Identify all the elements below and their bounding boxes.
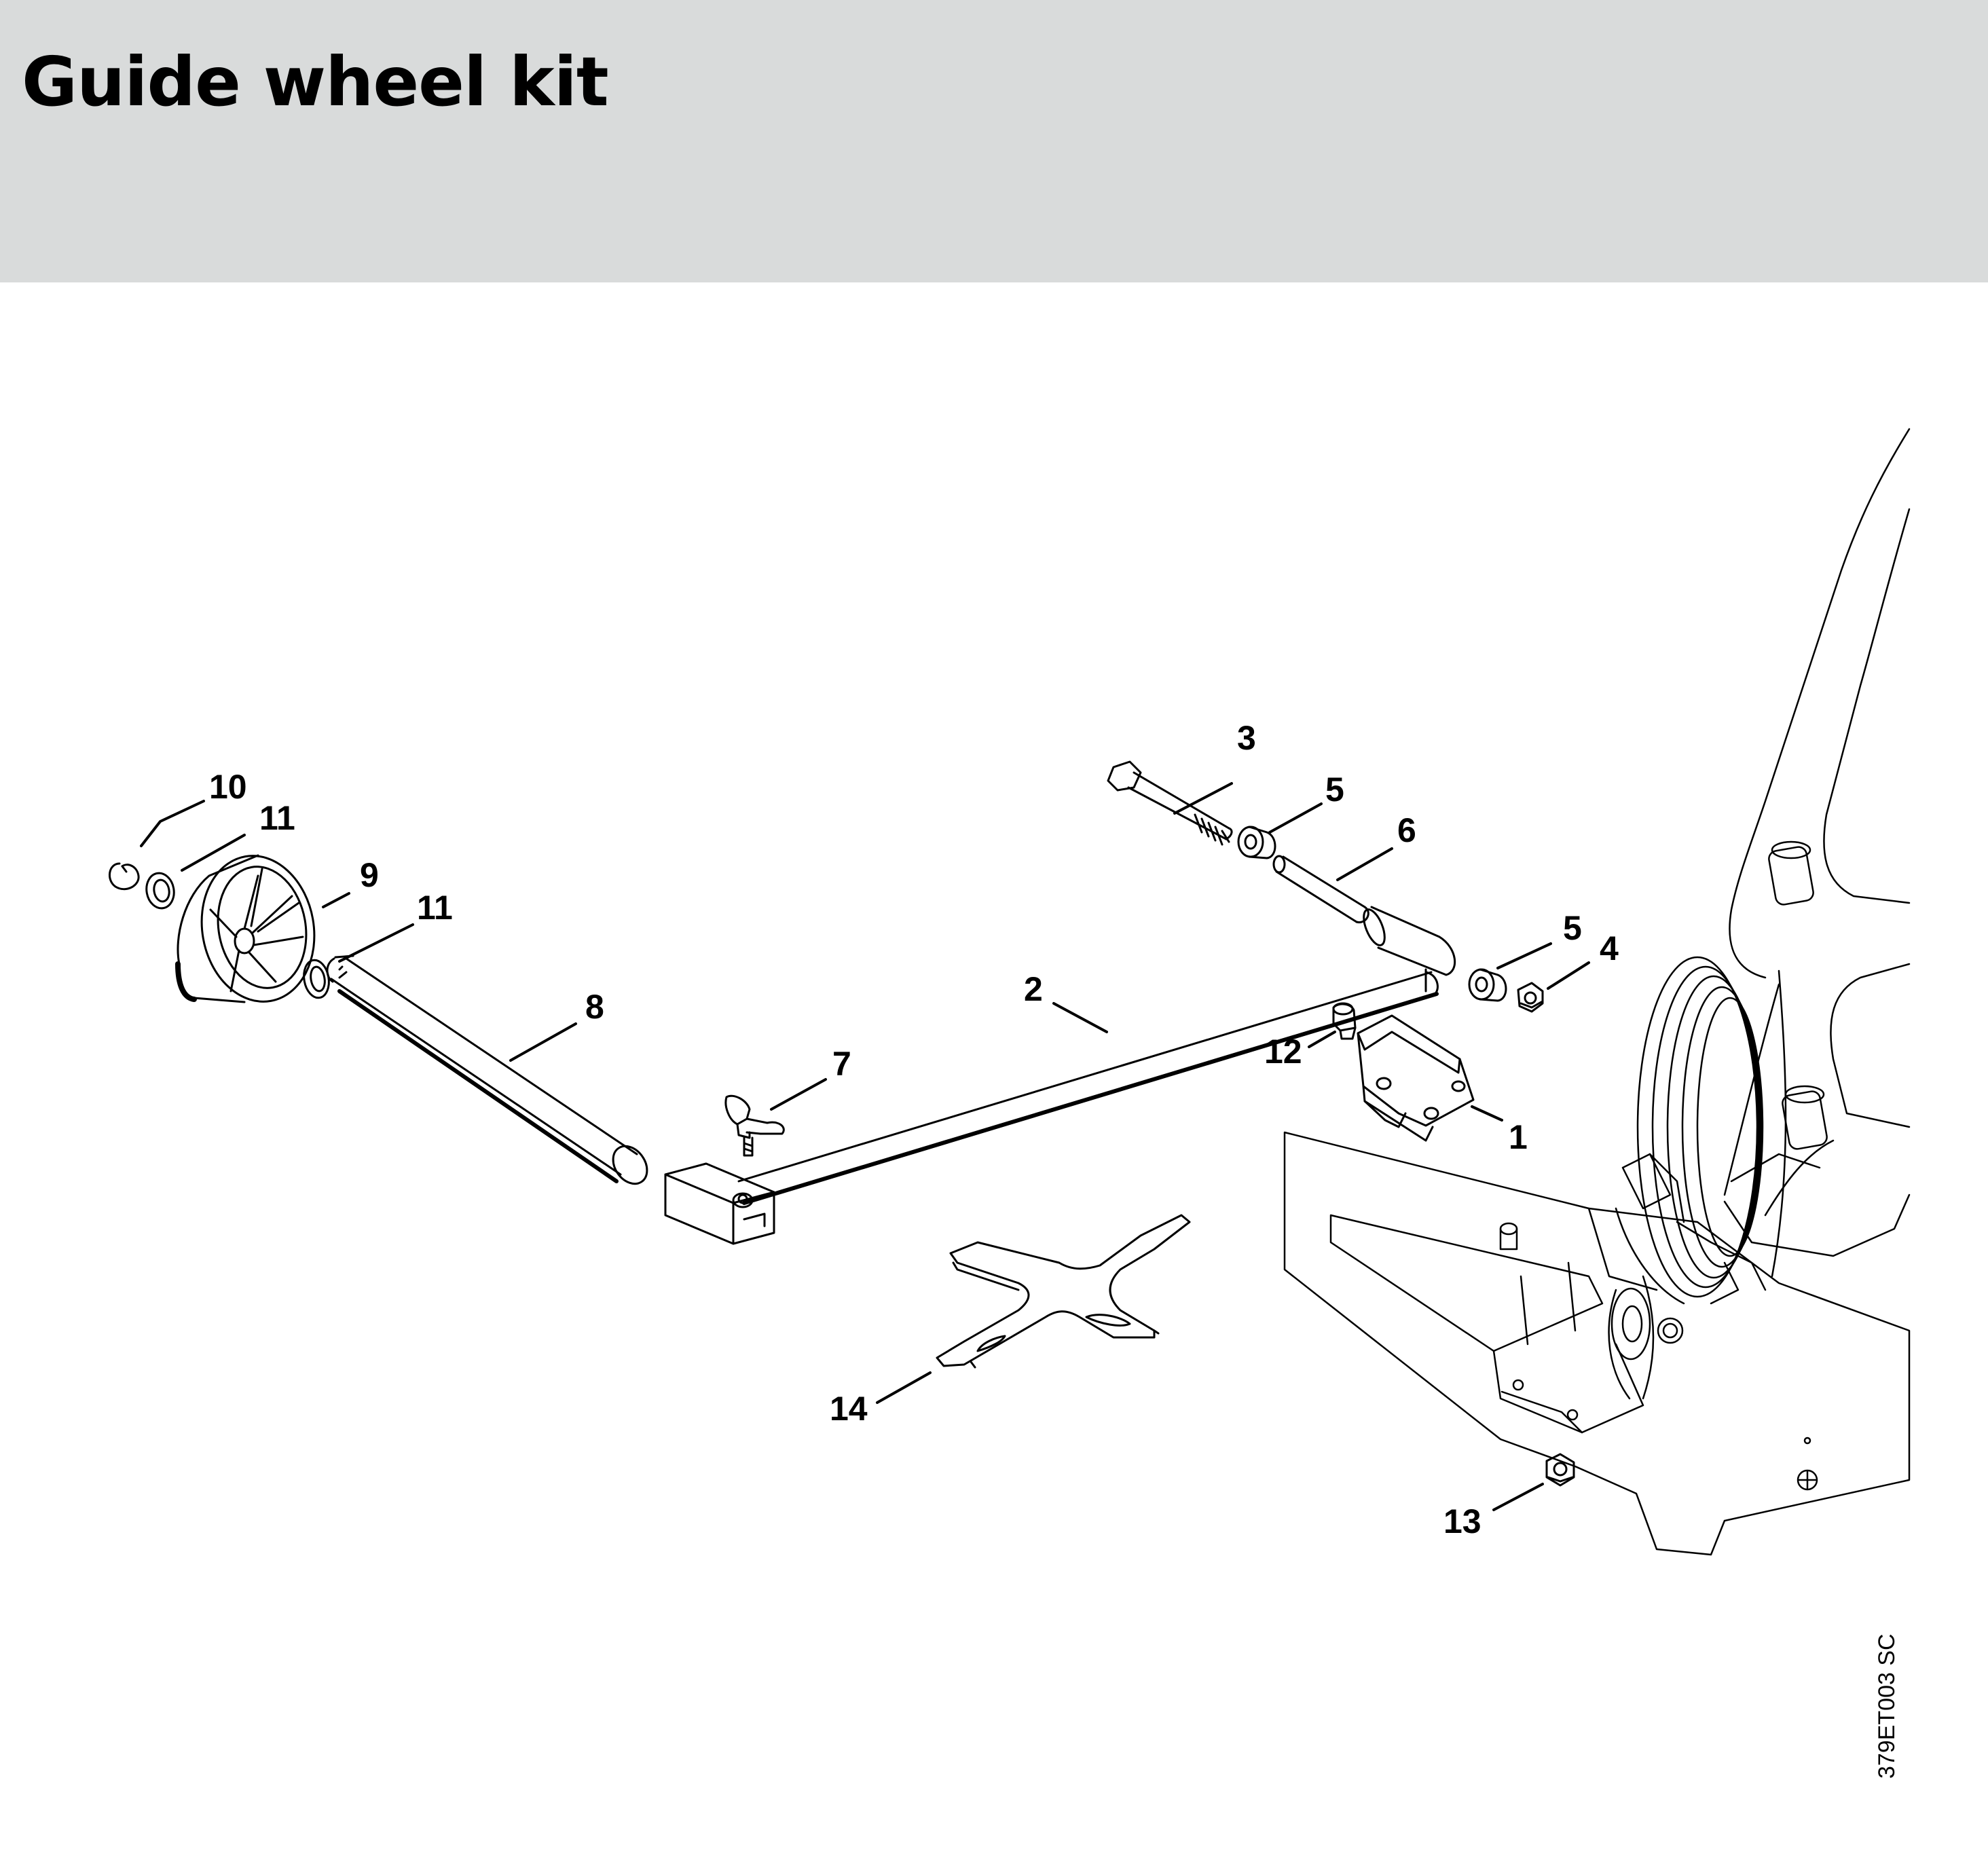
callout-11a: 11	[259, 799, 295, 837]
callout-7: 7	[832, 1045, 851, 1083]
callout-2: 2	[1024, 970, 1043, 1008]
leader-11a	[181, 834, 246, 872]
part-6-pin	[1272, 855, 1369, 924]
callout-5b: 5	[1563, 909, 1582, 947]
leader-12	[1308, 1031, 1336, 1048]
callout-1: 1	[1509, 1118, 1528, 1156]
callout-labels: 1 2 3 4 5 5 6 7 8 9 10 11 11 12 13 14	[209, 719, 1619, 1540]
callout-13: 13	[1443, 1502, 1481, 1540]
page-title: Guide wheel kit	[22, 42, 609, 122]
callout-8: 8	[585, 988, 604, 1026]
part-8-axle-tube	[326, 955, 648, 1185]
leader-10	[140, 800, 205, 847]
callout-6: 6	[1397, 811, 1416, 849]
leader-14	[876, 1371, 932, 1404]
part-12-grease-nipple	[1332, 1002, 1357, 1040]
leader-7	[770, 1078, 827, 1111]
leader-3	[1173, 782, 1233, 815]
leader-2	[1052, 1002, 1108, 1033]
part-5-spacer-upper	[1237, 826, 1276, 859]
part-13-nut	[1545, 1453, 1575, 1487]
part-10-circlip	[109, 862, 140, 891]
callout-5a: 5	[1325, 771, 1344, 809]
part-1-bracket	[1357, 1014, 1475, 1142]
part-3-bolt	[1107, 760, 1233, 846]
part-14-cross-spanner	[936, 1214, 1191, 1369]
part-5-spacer-lower	[1468, 968, 1507, 1002]
callout-10: 10	[209, 768, 247, 806]
leader-5a	[1268, 802, 1323, 834]
leader-lines	[140, 782, 1590, 1511]
callout-9: 9	[360, 856, 379, 894]
part-7-wing-screw	[724, 1094, 785, 1157]
leader-1	[1471, 1105, 1503, 1122]
callout-12: 12	[1264, 1033, 1302, 1071]
part-9-wheel	[175, 854, 316, 1003]
leader-8	[509, 1022, 577, 1062]
callout-14: 14	[830, 1390, 868, 1428]
part-2-handle-bar	[664, 906, 1456, 1245]
header-bar: Guide wheel kit	[0, 0, 1988, 282]
callout-4: 4	[1600, 929, 1619, 967]
leader-9	[322, 892, 350, 908]
machine-housing	[1283, 428, 1911, 1556]
part-11-washer-left	[145, 872, 175, 910]
leader-13	[1492, 1483, 1544, 1511]
leader-4	[1547, 961, 1590, 990]
drawing-code: 379ET003 SC	[1874, 1633, 1900, 1779]
leader-5b	[1496, 942, 1552, 969]
callout-11b: 11	[417, 889, 453, 927]
part-4-nut	[1517, 982, 1544, 1013]
part-11-washer-right	[303, 959, 330, 999]
callout-3: 3	[1237, 719, 1256, 757]
leader-6	[1336, 847, 1393, 881]
leader-11b	[338, 923, 414, 963]
